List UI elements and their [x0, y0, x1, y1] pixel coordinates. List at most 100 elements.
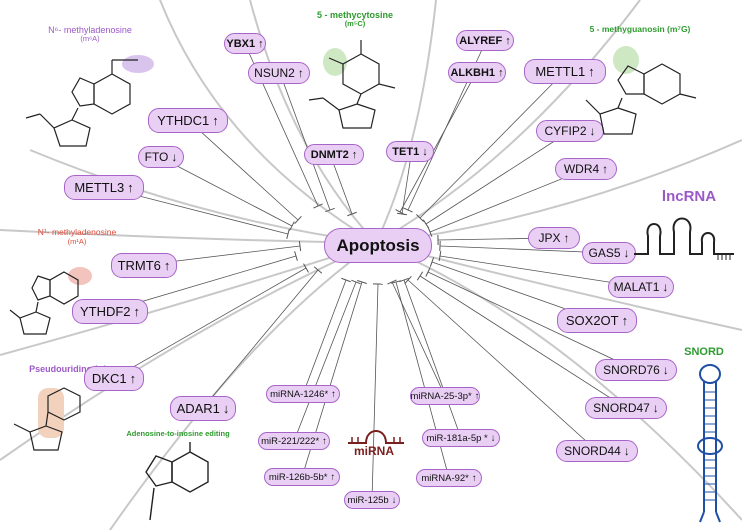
snord47-node: SNORD47↓ — [585, 397, 667, 419]
inhibit-bar-17 — [429, 257, 435, 267]
inhibit-bar-11 — [427, 227, 433, 237]
alkbh1-arrow: ↑ — [498, 66, 504, 79]
snord47-arrow: ↓ — [652, 401, 659, 415]
mir181-label: miR-181a-5p * — [426, 432, 488, 444]
snord47-label: SNORD47 — [593, 401, 650, 415]
inhibit-bar-3 — [395, 209, 405, 215]
inhibit-line-15 — [439, 245, 610, 254]
inosine-structure-icon — [145, 442, 209, 521]
separator-curve-11 — [375, 242, 742, 521]
inhibit-line-21 — [419, 275, 627, 409]
inhibit-line-11 — [429, 168, 587, 233]
separator-curve-0 — [159, 0, 377, 244]
tet1-label: TET1 — [392, 145, 420, 158]
wdr4-node: WDR4↑ — [555, 158, 617, 180]
nsun2-label: NSUN2 — [254, 66, 295, 80]
alyref-label: ALYREF — [459, 34, 503, 47]
mir1246-arrow: ↑ — [331, 388, 336, 400]
jpx-label: JPX — [538, 231, 561, 245]
fto-arrow: ↓ — [171, 150, 178, 164]
mir125-label: miR-125b — [347, 494, 389, 506]
sox2ot-arrow: ↑ — [621, 313, 629, 328]
inhibit-bar-6 — [294, 215, 302, 225]
dnmt2-node: DNMT2↑ — [304, 144, 364, 165]
inhibit-bar-19 — [313, 266, 323, 274]
malat1-node: MALAT1↓ — [608, 276, 674, 298]
inhibit-bar-2 — [403, 207, 413, 213]
gas5-arrow: ↓ — [623, 246, 630, 260]
inhibit-bar-9 — [416, 214, 424, 222]
pseudouridine-structure-icon — [13, 387, 81, 451]
inhibit-line-22 — [407, 279, 598, 452]
inhibit-line-10 — [425, 130, 571, 225]
inhibit-bar-22 — [404, 275, 412, 285]
alkbh1-node: ALKBH1↑ — [448, 62, 506, 83]
gas5-label: GAS5 — [588, 246, 621, 260]
nsun2-node: NSUN2↑ — [248, 62, 310, 84]
inhibit-bar-24 — [387, 279, 397, 285]
inhibit-bar-28 — [391, 280, 401, 284]
inhibit-line-9 — [419, 70, 566, 219]
fto-node: FTO↓ — [138, 146, 184, 168]
inhibit-line-5 — [401, 161, 411, 215]
mir25-node: miRNA-25-3p*↑ — [410, 387, 480, 405]
mir125-arrow: ↓ — [391, 494, 397, 506]
m6a-structure-icon — [25, 55, 154, 147]
ybx1-label: YBX1 — [226, 37, 256, 50]
snord44-node: SNORD44↓ — [556, 440, 638, 462]
snord-label: SNORD — [684, 346, 724, 358]
cyfip2-label: CYFIP2 — [544, 124, 587, 138]
m1a-abbr: (m¹A) — [67, 236, 87, 246]
inhibit-line-6 — [187, 119, 299, 221]
separator-curve-9 — [109, 242, 377, 530]
ythdc1-arrow: ↑ — [212, 113, 219, 128]
wdr4-arrow: ↑ — [602, 162, 609, 176]
inhibit-bar-0 — [313, 203, 323, 209]
inhibit-line-1 — [279, 72, 331, 211]
mir181-arrow: ↓ — [490, 432, 496, 444]
mir221-label: miR-221/222* — [261, 435, 320, 447]
nsun2-arrow: ↑ — [297, 66, 304, 80]
mir1246-node: miRNA-1246*↑ — [266, 385, 340, 403]
inhibit-bar-12 — [298, 240, 302, 252]
mir92-label: miRNA-92* — [421, 472, 469, 484]
inhibit-bar-1 — [325, 207, 335, 213]
inhibit-line-19 — [202, 269, 319, 409]
snord76-label: SNORD76 — [603, 363, 660, 377]
ybx1-node: YBX1↑ — [224, 33, 266, 54]
inhibit-line-24 — [391, 281, 446, 397]
inhibit-bar-18 — [303, 263, 309, 273]
dnmt2-arrow: ↑ — [351, 148, 358, 161]
inhibit-bar-21 — [416, 271, 424, 281]
mir92-arrow: ↑ — [471, 472, 477, 484]
inhibit-line-23 — [302, 279, 347, 395]
fto-label: FTO — [144, 150, 169, 164]
adar1-label: ADAR1 — [176, 401, 220, 416]
inhibit-bar-13 — [294, 251, 298, 261]
a-to-i-label: Adenosine-to-inosine editing — [118, 429, 238, 439]
trmt6-arrow: ↑ — [163, 258, 171, 273]
cyfip2-node: CYFIP2↓ — [536, 120, 604, 142]
mir126-label: miR-126b-5b* — [268, 471, 328, 483]
mettl3-node: METTL3↑ — [64, 175, 144, 200]
mir181-node: miR-181a-5p *↓ — [422, 429, 500, 447]
m7g-name: 5 - methyguanosin (m⁷G) — [589, 24, 691, 34]
snord76-node: SNORD76↓ — [595, 359, 677, 381]
m5c-structure-icon — [308, 40, 396, 129]
mirna-hairpin-icon — [348, 430, 404, 444]
inhibit-bar-23 — [341, 277, 351, 283]
m6a-abbr: (m⁶A) — [80, 34, 100, 44]
sox2ot-label: SOX2OT — [565, 313, 619, 328]
mir126-arrow: ↑ — [330, 471, 336, 483]
trmt6-node: TRMT6↑ — [111, 253, 177, 278]
snord-hairpin-icon — [697, 364, 723, 523]
inhibit-line-7 — [159, 156, 293, 227]
tet1-arrow: ↓ — [422, 145, 428, 158]
ythdf2-node: YTHDF2↑ — [72, 299, 148, 324]
alkbh1-label: ALKBH1 — [450, 66, 496, 79]
alyref-node: ALYREF↑ — [456, 30, 514, 51]
psi-label: Pseudouridine (ψ) — [8, 364, 128, 374]
inhibit-line-3 — [399, 72, 477, 213]
adar1-arrow: ↓ — [222, 401, 230, 416]
